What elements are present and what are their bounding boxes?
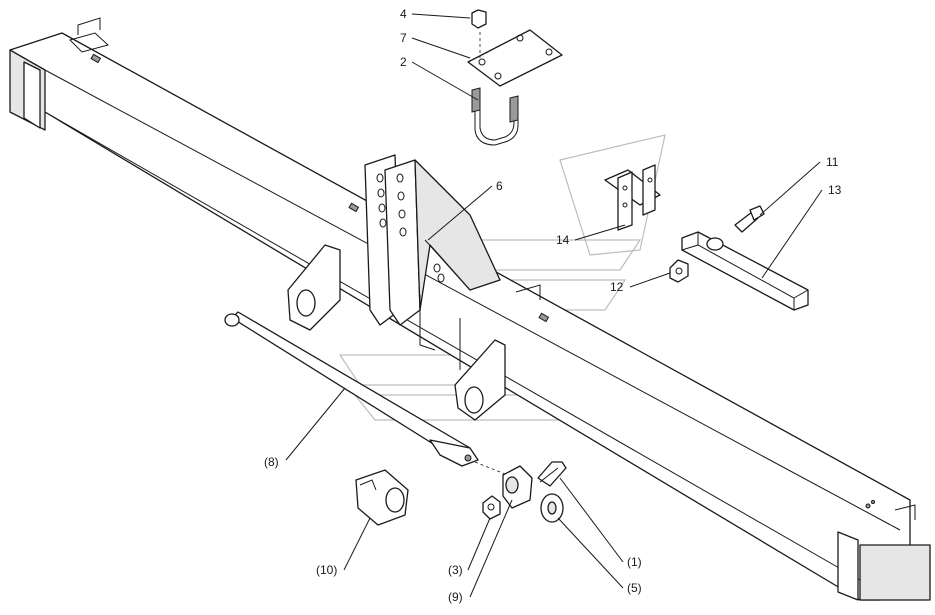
callout-7: 7	[400, 31, 407, 45]
clamp-part	[355, 469, 409, 526]
callout-12: 12	[610, 280, 624, 294]
callout-6: 6	[496, 179, 503, 193]
bar-assembly	[669, 205, 809, 311]
clamp-plate-assembly	[467, 9, 563, 146]
callout-2: 2	[400, 55, 407, 69]
nut-part	[482, 495, 501, 520]
callout-1: (1)	[627, 555, 642, 569]
hitch-frame	[287, 154, 506, 421]
washer-part	[540, 493, 564, 523]
callout-labels: 4 7 2 6 11 13 14 12 (8) (10) (3) (9) (1)…	[264, 7, 842, 604]
callout-11: 11	[826, 155, 839, 169]
main-beam	[9, 17, 931, 601]
callout-3: (3)	[448, 563, 463, 577]
callout-8: (8)	[264, 455, 279, 469]
callout-13: 13	[828, 183, 842, 197]
callout-4: 4	[400, 7, 407, 21]
collar-part	[502, 465, 533, 509]
callout-9: (9)	[448, 590, 463, 604]
axle-pin	[224, 311, 516, 479]
callout-14: 14	[556, 233, 570, 247]
callout-10: (10)	[316, 563, 337, 577]
leader-lines	[285, 13, 823, 598]
bracket-part	[604, 164, 661, 231]
callout-5: (5)	[627, 581, 642, 595]
bolt-part	[537, 461, 567, 487]
